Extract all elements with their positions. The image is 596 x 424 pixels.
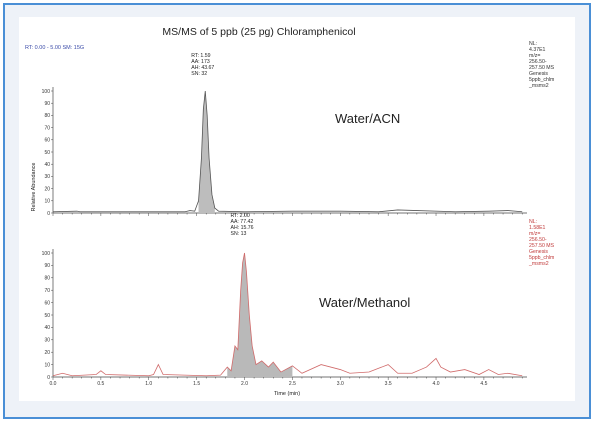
- x-tick-label: 2.5: [289, 381, 296, 387]
- info-line: 257.50 MS: [529, 65, 555, 71]
- info-line: NL:: [529, 41, 537, 47]
- y-tick-label: 20: [44, 350, 50, 356]
- info-line: NL:: [529, 219, 537, 225]
- peak-annotation: SN: 13: [231, 231, 247, 237]
- x-tick-label: 4.5: [480, 381, 487, 387]
- peak-annotation: AA: 77.42: [231, 219, 254, 225]
- peak-annotation: AH: 15.76: [231, 225, 254, 231]
- info-line: _msms2: [528, 83, 549, 89]
- series-name: Water/ACN: [335, 111, 400, 126]
- info-line: 256.50-: [529, 59, 547, 65]
- figure-frame: MS/MS of 5 ppb (25 pg) Chloramphenicol R…: [3, 3, 591, 419]
- peak-annotation: AA: 173: [191, 59, 210, 65]
- y-tick-label: 30: [44, 338, 50, 344]
- info-line: 1.58E1: [529, 225, 546, 231]
- y-tick-label: 10: [44, 199, 50, 205]
- info-line: Genesis: [529, 71, 548, 77]
- y-axis-label: Relative Abundance: [31, 163, 37, 212]
- info-line: Genesis: [529, 249, 548, 255]
- y-tick-label: 70: [44, 125, 50, 131]
- chromatogram-figure: MS/MS of 5 ppb (25 pg) Chloramphenicol R…: [19, 17, 575, 401]
- y-tick-label: 40: [44, 162, 50, 168]
- header-info: RT: 0.00 - 5.00 SM: 15G: [25, 45, 84, 51]
- y-tick-label: 10: [44, 362, 50, 368]
- y-tick-label: 50: [44, 150, 50, 156]
- x-tick-label: 0.5: [97, 381, 104, 387]
- y-tick-label: 100: [42, 89, 51, 95]
- y-tick-label: 60: [44, 300, 50, 306]
- y-tick-label: 0: [47, 375, 50, 381]
- y-tick-label: 80: [44, 113, 50, 119]
- y-tick-label: 40: [44, 325, 50, 331]
- peak-annotation: AH: 43.67: [191, 65, 214, 71]
- x-tick-label: 2.0: [241, 381, 248, 387]
- info-line: _msms2: [528, 261, 549, 267]
- info-line: 256.50-: [529, 237, 547, 243]
- y-tick-label: 0: [47, 211, 50, 217]
- series-line: [52, 252, 523, 377]
- y-tick-label: 90: [44, 101, 50, 107]
- x-tick-label: 3.0: [337, 381, 344, 387]
- y-tick-label: 90: [44, 263, 50, 269]
- x-tick-label: 3.5: [385, 381, 392, 387]
- chromatogram-svg: MS/MS of 5 ppb (25 pg) Chloramphenicol R…: [25, 26, 555, 397]
- info-line: m/z=: [529, 53, 540, 59]
- chart-title: MS/MS of 5 ppb (25 pg) Chloramphenicol: [162, 26, 355, 38]
- info-line: 5ppb_chlm: [529, 77, 554, 83]
- info-line: 257.50 MS: [529, 243, 555, 249]
- x-tick-label: 0.0: [50, 381, 57, 387]
- y-tick-label: 100: [42, 251, 51, 257]
- info-line: 5ppb_chlm: [529, 255, 554, 261]
- info-line: 4.37E1: [529, 47, 546, 53]
- peak-area: [227, 253, 293, 377]
- info-line: m/z=: [529, 231, 540, 237]
- y-tick-label: 50: [44, 313, 50, 319]
- y-tick-label: 30: [44, 174, 50, 180]
- x-tick-label: 1.0: [145, 381, 152, 387]
- y-tick-label: 60: [44, 138, 50, 144]
- y-tick-label: 70: [44, 288, 50, 294]
- peak-annotation: SN: 32: [191, 71, 207, 77]
- series-line: [52, 90, 523, 213]
- series-name: Water/Methanol: [319, 295, 410, 310]
- y-tick-label: 20: [44, 186, 50, 192]
- peak-annotation: RT: 2.00: [231, 213, 250, 219]
- peak-annotation: RT: 1.59: [191, 53, 210, 59]
- x-tick-label: 1.5: [193, 381, 200, 387]
- x-tick-label: 4.0: [433, 381, 440, 387]
- x-axis-label: Time (min): [274, 391, 300, 397]
- y-tick-label: 80: [44, 276, 50, 282]
